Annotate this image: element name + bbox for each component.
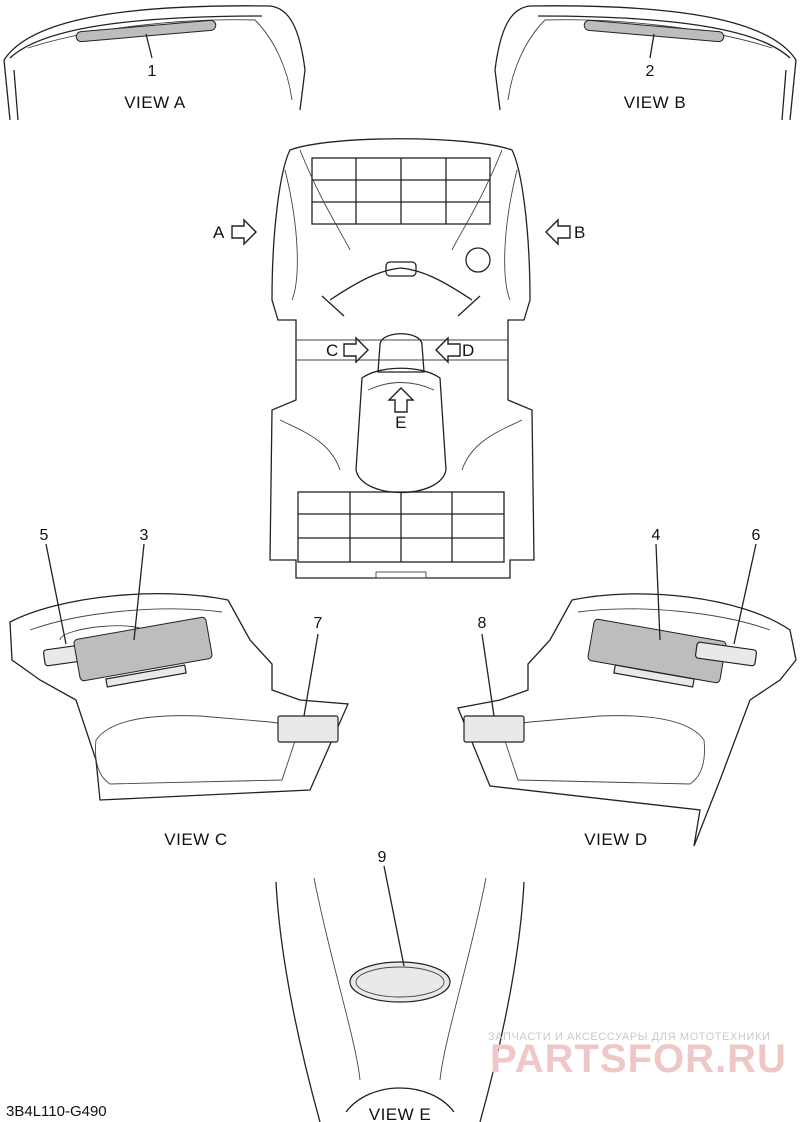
callout-9: 9 — [378, 849, 387, 866]
watermark-tagline: ЗАПЧАСТИ И АКСЕССУАРЫ ДЛЯ МОТОТЕХНИКИ — [488, 1031, 770, 1043]
view-a-fender — [3, 5, 306, 121]
marker-a: A — [213, 223, 225, 242]
marker-e: E — [395, 413, 407, 432]
arrow-b — [545, 218, 571, 246]
arrow-e — [387, 387, 415, 413]
view-b-label: VIEW B — [624, 93, 687, 112]
callout-6: 6 — [752, 527, 761, 544]
view-a-label: VIEW A — [124, 93, 186, 112]
marker-c: C — [326, 341, 339, 360]
watermark-brand: PARTSFOR.RU — [490, 1037, 787, 1081]
decal-6 — [694, 641, 758, 667]
arrow-c — [343, 336, 369, 364]
view-e-fender — [275, 865, 525, 1122]
view-d-label: VIEW D — [584, 830, 647, 849]
arrow-d — [435, 336, 461, 364]
callout-4: 4 — [652, 527, 661, 544]
callout-7: 7 — [314, 615, 323, 632]
callout-8: 8 — [478, 615, 487, 632]
arrow-a — [231, 218, 257, 246]
view-e-label: VIEW E — [369, 1105, 432, 1122]
view-d-panel — [457, 543, 797, 847]
view-b-fender — [494, 5, 797, 121]
decal-9 — [349, 961, 451, 1003]
decal-1 — [75, 19, 217, 43]
marker-b: B — [574, 223, 586, 242]
marker-d: D — [462, 341, 475, 360]
decal-3 — [73, 616, 213, 682]
callout-3: 3 — [140, 527, 149, 544]
decal-2 — [583, 19, 725, 43]
callout-1: 1 — [148, 63, 157, 80]
decal-7 — [277, 715, 339, 743]
callout-2: 2 — [646, 63, 655, 80]
decal-8 — [463, 715, 525, 743]
diagram-code: 3B4L110-G490 — [6, 1103, 107, 1120]
view-c-panel — [9, 543, 349, 801]
view-c-label: VIEW C — [164, 830, 227, 849]
atv-top-view — [269, 138, 535, 579]
callout-5: 5 — [40, 527, 49, 544]
